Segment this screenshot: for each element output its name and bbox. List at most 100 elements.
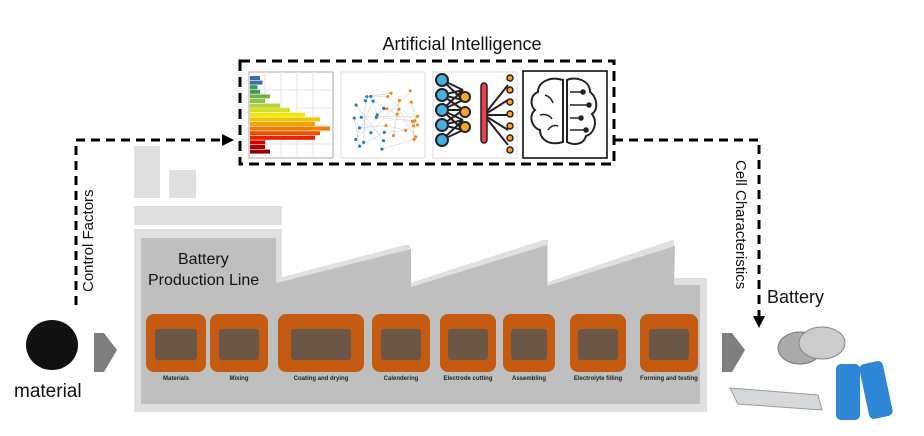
network-node xyxy=(398,99,401,102)
battery-label: Battery xyxy=(767,287,824,308)
control-factors-label: Control Factors xyxy=(80,189,97,292)
histogram-bar xyxy=(250,99,265,103)
forming-icon xyxy=(640,314,698,372)
cell-characteristics-label: Cell Characteristics xyxy=(732,160,749,289)
nn-hidden-node xyxy=(460,107,470,117)
network-node xyxy=(362,141,365,144)
nn-output-node xyxy=(507,123,513,129)
network-node xyxy=(416,115,419,118)
histogram-bar xyxy=(250,104,280,108)
network-node xyxy=(354,138,357,141)
histogram-chart xyxy=(249,72,333,158)
filling-icon xyxy=(570,314,626,372)
factory-chimney-tall xyxy=(134,146,160,198)
histogram-bar xyxy=(250,81,263,85)
network-node xyxy=(382,107,385,110)
arrowhead-right xyxy=(222,134,234,146)
network-node xyxy=(369,131,372,134)
network-node xyxy=(413,119,416,122)
network-node xyxy=(365,95,368,98)
histogram-bar xyxy=(250,90,260,94)
calendering-icon xyxy=(372,314,430,372)
network-node xyxy=(376,113,379,116)
arrowhead-down xyxy=(753,316,765,328)
step-graphic xyxy=(219,329,260,361)
network-node xyxy=(392,134,395,137)
mixing-icon xyxy=(210,314,268,372)
network-node xyxy=(358,145,361,148)
network-node xyxy=(389,92,392,95)
network-node xyxy=(397,108,400,111)
step-graphic xyxy=(291,329,351,361)
step-graphic xyxy=(155,329,197,361)
network-node xyxy=(413,138,416,141)
histogram-bar xyxy=(250,122,315,126)
nn-output-node xyxy=(507,147,513,153)
histogram-bar xyxy=(250,117,320,121)
coating-icon xyxy=(278,314,364,372)
network-node xyxy=(384,124,387,127)
factory-chimney-short xyxy=(169,170,196,198)
nn-input-node xyxy=(436,119,448,131)
nn-output-node xyxy=(507,75,513,81)
nn-input-node xyxy=(436,74,448,86)
histogram-bar xyxy=(250,113,305,117)
histogram-bar xyxy=(250,94,270,98)
nn-input-node xyxy=(436,89,448,101)
cutting-icon xyxy=(440,314,496,372)
output-arrow xyxy=(722,333,745,372)
assembling-icon xyxy=(503,314,555,372)
network-node xyxy=(353,116,356,119)
production-line-title: Battery Production Line xyxy=(148,249,259,291)
title-line1: Battery xyxy=(148,249,259,270)
network-node xyxy=(410,100,413,103)
network-node xyxy=(412,124,415,127)
network-node xyxy=(385,107,388,110)
network-node xyxy=(372,100,375,103)
histogram-bar xyxy=(250,136,315,140)
title-line2: Production Line xyxy=(148,270,259,291)
neural-network-icon xyxy=(433,72,517,158)
nn-output-node xyxy=(507,111,513,117)
histogram-bar xyxy=(250,76,260,80)
network-node xyxy=(360,116,363,119)
network-node xyxy=(396,112,399,115)
nn-input-node xyxy=(436,134,448,146)
histogram-bar xyxy=(250,85,258,89)
step-graphic xyxy=(448,329,487,361)
material-powder-image xyxy=(26,320,78,370)
input-arrow xyxy=(94,333,117,372)
network-node xyxy=(355,104,358,107)
step-graphic xyxy=(578,329,617,361)
nn-output-node xyxy=(507,99,513,105)
histogram-bar xyxy=(250,127,330,131)
network-node xyxy=(369,95,372,98)
histogram-bar xyxy=(250,145,265,149)
network-node xyxy=(380,148,383,151)
histogram-bar xyxy=(250,108,290,112)
network-node xyxy=(416,123,419,126)
nn-hidden-node xyxy=(460,92,470,102)
network-node xyxy=(386,95,389,98)
network-node xyxy=(358,126,361,129)
material-label: material xyxy=(14,381,82,403)
network-graph xyxy=(341,72,425,158)
step-graphic xyxy=(381,329,422,361)
nn-output-node xyxy=(507,87,513,93)
histogram-bar xyxy=(250,131,320,135)
network-node xyxy=(383,131,386,134)
network-node xyxy=(382,139,385,142)
brain-circuit-icon xyxy=(523,71,607,158)
step-graphic xyxy=(511,329,547,361)
factory-roof-band xyxy=(134,206,282,225)
materials-icon xyxy=(146,314,206,372)
network-node xyxy=(409,89,412,92)
histogram-bar xyxy=(250,150,270,154)
ai-title: Artificial Intelligence xyxy=(0,34,924,55)
step-label: Forming and testing xyxy=(619,376,719,382)
nn-output-node xyxy=(507,135,513,141)
nn-hidden-node xyxy=(460,122,470,132)
network-node xyxy=(364,99,367,102)
battery-images xyxy=(730,327,894,420)
step-graphic xyxy=(649,329,690,361)
